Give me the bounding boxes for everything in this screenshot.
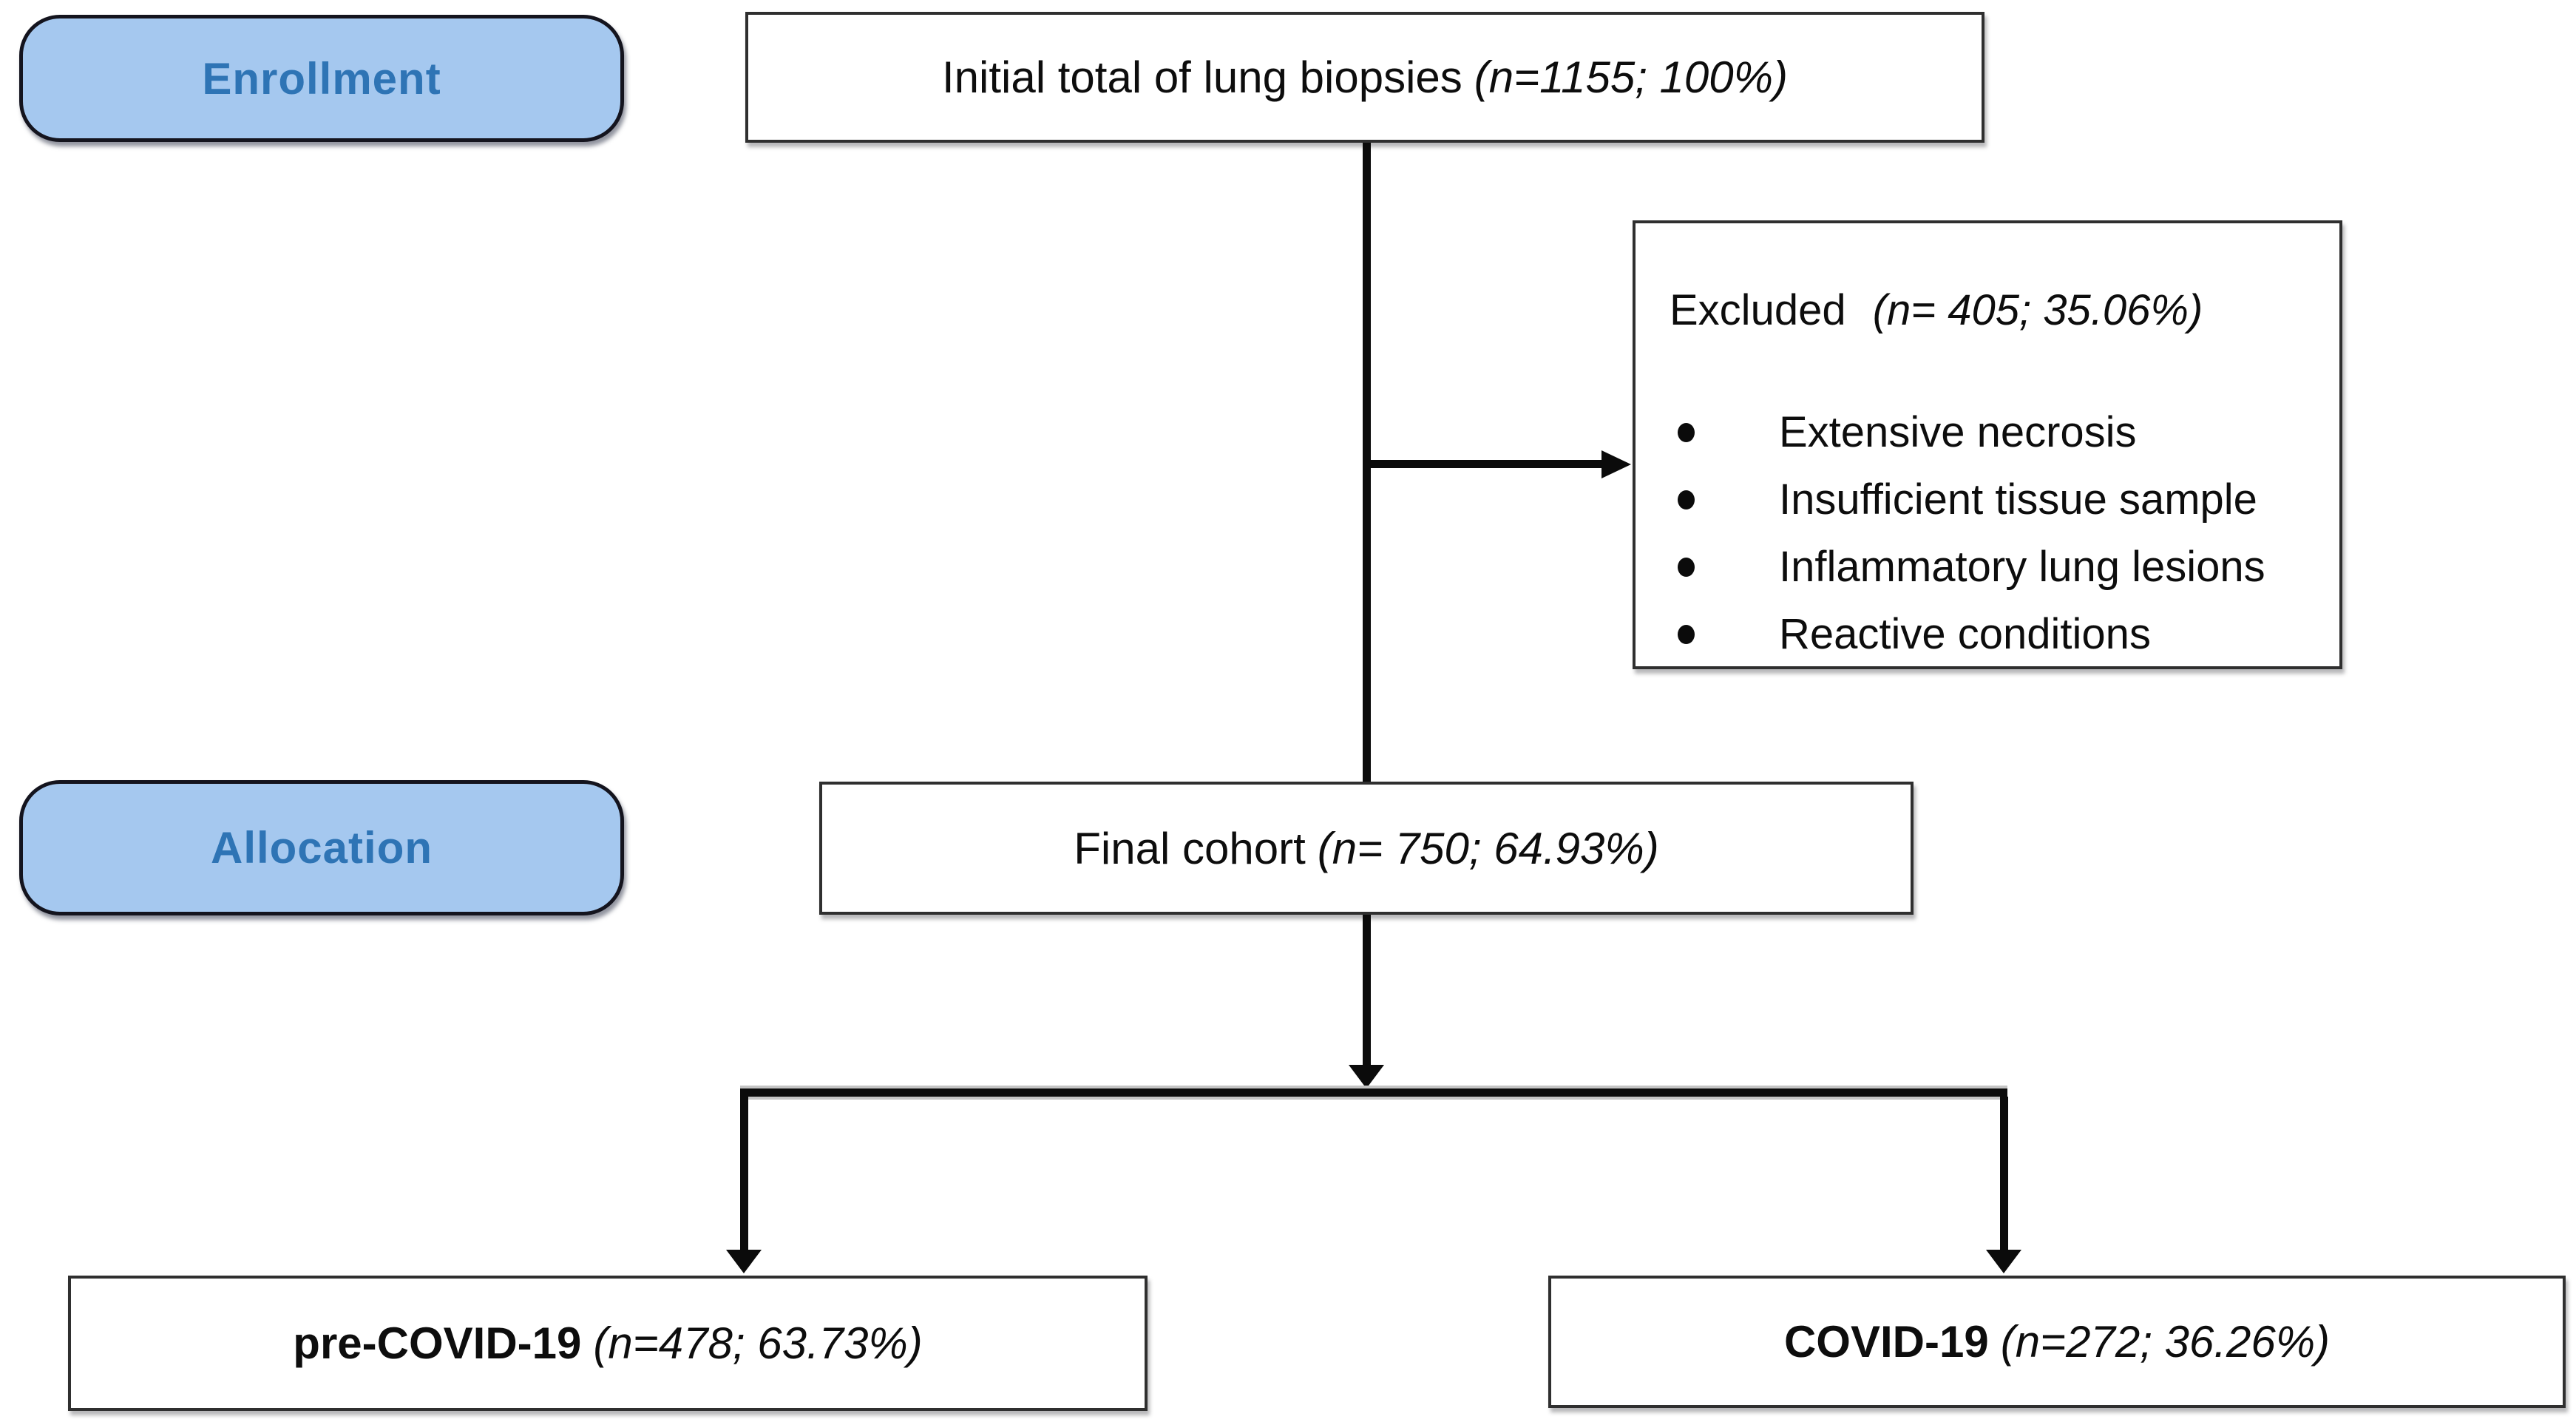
stage-allocation-label: Allocation xyxy=(210,823,433,873)
node-excluded: Excluded (n= 405; 35.06%) Extensive necr… xyxy=(1633,220,2342,669)
node-covid: COVID-19 (n=272; 36.26%) xyxy=(1548,1276,2566,1408)
node-excluded-title-row: Excluded (n= 405; 35.06%) xyxy=(1670,285,2322,335)
connector-to-covid xyxy=(2000,1097,2008,1251)
excluded-reason-text: Reactive conditions xyxy=(1779,610,2151,658)
node-pre-covid-text: pre-COVID-19 xyxy=(293,1318,582,1368)
stage-allocation: Allocation xyxy=(19,780,624,915)
excluded-reason-list: Extensive necrosis Insufficient tissue s… xyxy=(1670,399,2322,668)
stage-enrollment-label: Enrollment xyxy=(202,53,441,104)
excluded-reason-item: Extensive necrosis xyxy=(1670,399,2322,466)
excluded-reason-text: Extensive necrosis xyxy=(1779,408,2137,456)
excluded-reason-item: Insufficient tissue sample xyxy=(1670,466,2322,533)
bullet-icon xyxy=(1678,557,1695,577)
connector-split-bar xyxy=(740,1086,2007,1100)
node-initial-total-stat: (n=1155; 100%) xyxy=(1474,53,1788,102)
bullet-icon xyxy=(1678,624,1695,644)
node-initial-total: Initial total of lung biopsies (n=1155; … xyxy=(745,12,1984,143)
node-final-cohort-text: Final cohort xyxy=(1074,823,1306,873)
connector-final-to-split xyxy=(1363,915,1371,1069)
arrow-down-icon xyxy=(1349,1065,1384,1088)
excluded-reason-text: Inflammatory lung lesions xyxy=(1779,543,2265,591)
stage-enrollment: Enrollment xyxy=(19,15,624,142)
node-final-cohort: Final cohort (n= 750; 64.93%) xyxy=(819,782,1914,915)
arrow-right-icon xyxy=(1601,450,1631,478)
node-final-cohort-stat: (n= 750; 64.93%) xyxy=(1317,823,1659,873)
node-excluded-title: Excluded xyxy=(1670,286,1846,334)
bullet-icon xyxy=(1678,422,1695,442)
connector-to-excluded xyxy=(1366,460,1604,468)
excluded-reason-text: Insufficient tissue sample xyxy=(1779,475,2257,524)
node-excluded-stat: (n= 405; 35.06%) xyxy=(1872,286,2203,334)
excluded-reason-item: Inflammatory lung lesions xyxy=(1670,533,2322,600)
node-initial-total-text: Initial total of lung biopsies xyxy=(942,53,1462,102)
node-excluded-content: Excluded (n= 405; 35.06%) Extensive necr… xyxy=(1636,223,2339,668)
node-covid-stat: (n=272; 36.26%) xyxy=(2000,1317,2331,1367)
node-covid-text: COVID-19 xyxy=(1783,1317,1989,1367)
excluded-reason-item: Reactive conditions xyxy=(1670,600,2322,668)
arrow-down-icon xyxy=(1986,1250,2021,1273)
node-pre-covid-stat: (n=478; 63.73%) xyxy=(593,1318,923,1368)
bullet-icon xyxy=(1678,490,1695,509)
connector-to-pre-covid xyxy=(740,1097,748,1251)
node-pre-covid: pre-COVID-19 (n=478; 63.73%) xyxy=(68,1276,1148,1411)
arrow-down-icon xyxy=(726,1250,762,1273)
